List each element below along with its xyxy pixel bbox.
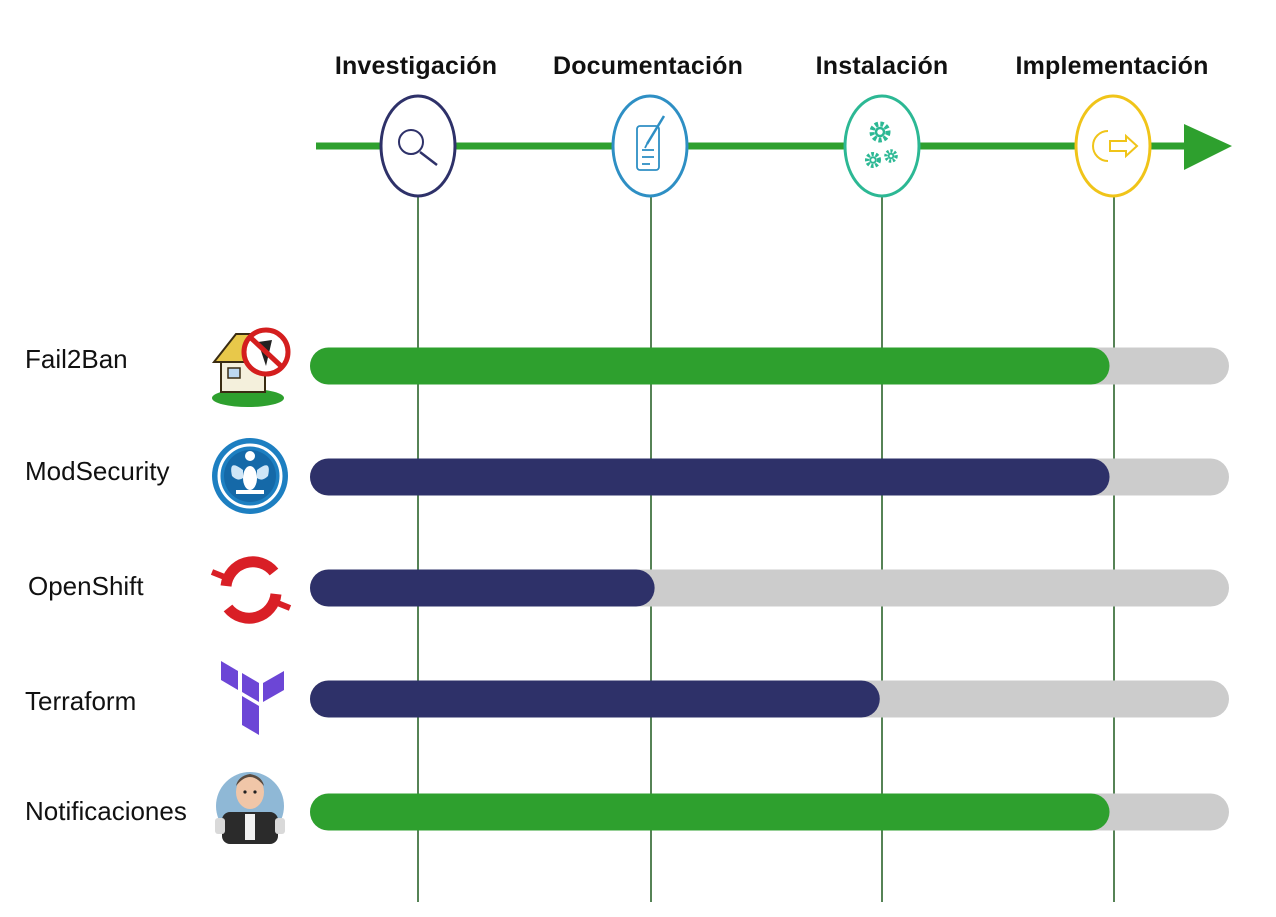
progress-fill-terraform (310, 680, 880, 718)
stage-investigacion (379, 94, 457, 198)
stage-lines (417, 196, 1115, 902)
openshift-logo-icon (210, 556, 292, 624)
stage-instalacion (843, 94, 921, 198)
progress-row-terraform (310, 680, 1229, 718)
task-label-modsecurity: ModSecurity (25, 456, 170, 486)
progress-row-openshift (310, 569, 1229, 607)
stage-documentacion (611, 94, 689, 198)
stage-label-implementacion: Implementación (1015, 52, 1209, 80)
fail2ban-logo-icon (211, 327, 291, 407)
modsecurity-logo-icon (212, 438, 288, 514)
progress-fill-modsecurity (310, 458, 1110, 496)
progress-bars (310, 347, 1229, 831)
stage-label-investigacion: Investigación (334, 52, 498, 80)
progress-fill-openshift (310, 569, 655, 607)
task-label-terraform: Terraform (25, 686, 137, 716)
stage-implementacion (1074, 94, 1152, 198)
jenkins-logo-icon (215, 772, 285, 844)
terraform-logo-icon (221, 661, 284, 735)
stage-label-instalacion: Instalación (815, 52, 949, 80)
gears-icon (865, 121, 898, 168)
progress-row-fail2ban (310, 347, 1229, 385)
timeline-arrowhead-icon (1184, 124, 1232, 170)
task-label-fail2ban: Fail2Ban (25, 344, 128, 374)
progress-row-notificaciones (310, 793, 1229, 831)
magnifier-icon (398, 129, 438, 166)
progress-fill-notificaciones (310, 793, 1110, 831)
task-label-openshift: OpenShift (28, 571, 144, 601)
progress-fill-fail2ban (310, 347, 1110, 385)
exit-arrow-icon (1092, 130, 1139, 162)
task-label-notificaciones: Notificaciones (25, 796, 187, 826)
stage-label-documentacion: Documentación (552, 52, 744, 80)
document-pen-icon (636, 115, 666, 171)
timeline-arrow (316, 124, 1232, 170)
progress-row-modsecurity (310, 458, 1229, 496)
